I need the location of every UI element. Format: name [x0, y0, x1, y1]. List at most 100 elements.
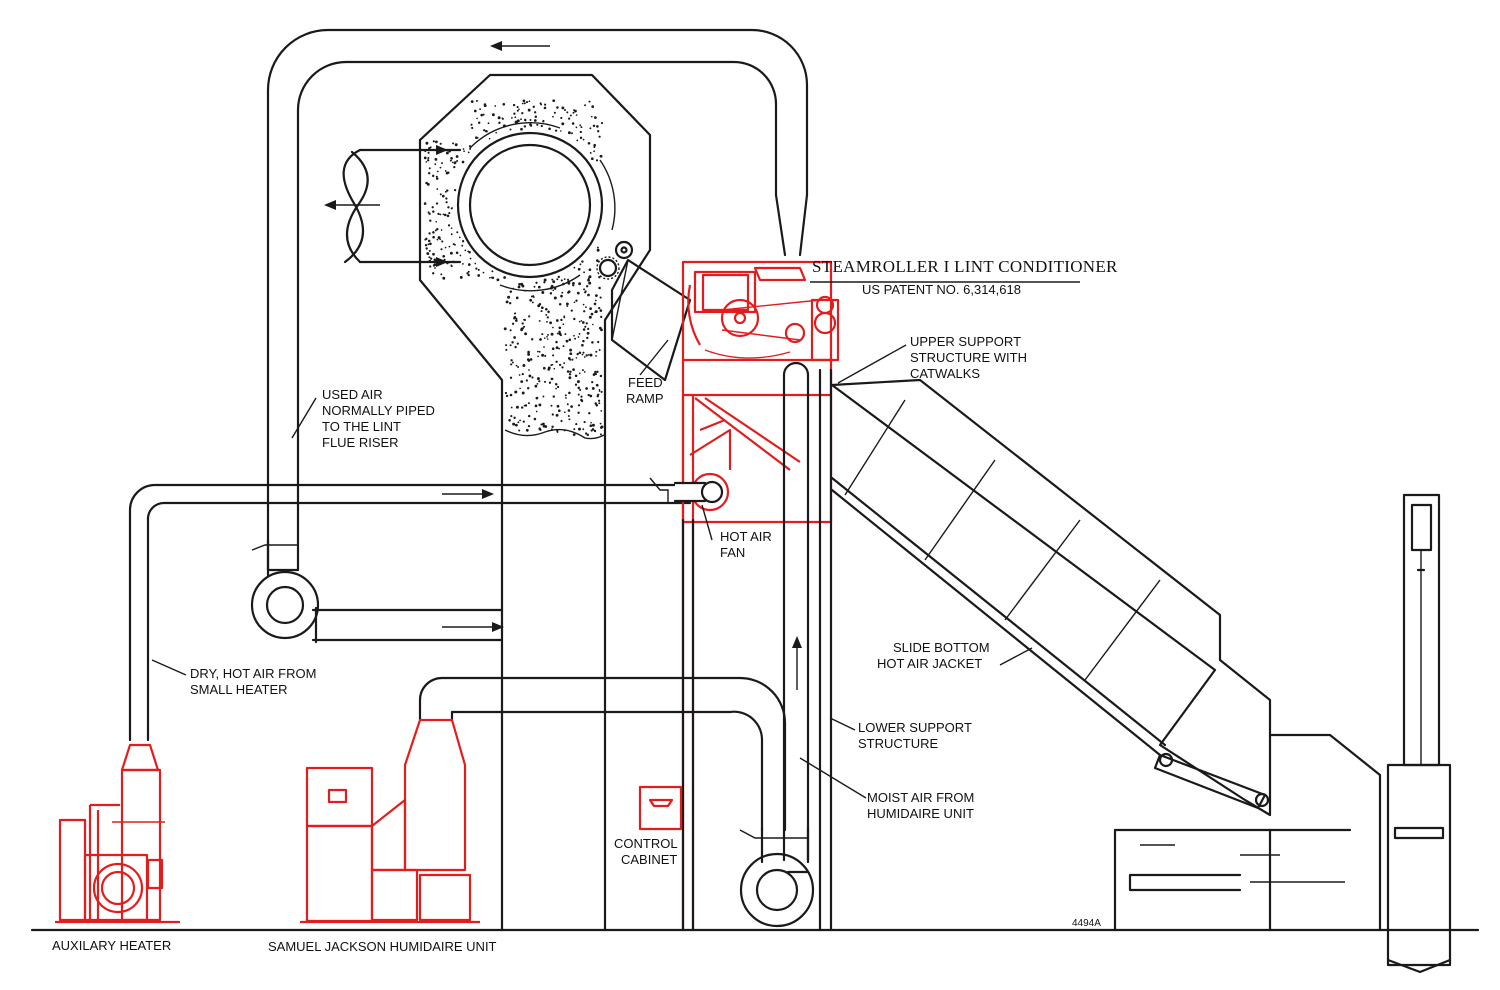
lint-dot	[592, 323, 594, 326]
lint-dot	[475, 136, 478, 139]
lint-dot	[544, 354, 547, 357]
lint-dot	[563, 278, 566, 280]
lint-dot	[515, 405, 519, 409]
lint-dot	[578, 372, 581, 375]
lint-dot	[444, 170, 447, 172]
lint-dot	[427, 243, 430, 246]
lint-dot	[505, 348, 508, 351]
lint-dot	[552, 326, 554, 329]
lint-dot	[519, 387, 521, 390]
lint-dot	[567, 409, 571, 412]
lint-dot	[596, 125, 599, 128]
lint-dot	[427, 156, 430, 160]
lint-dot	[572, 368, 575, 371]
lint-dot	[483, 129, 486, 132]
lint-dot	[531, 376, 534, 379]
lint-dot	[516, 109, 519, 112]
lint-dot	[515, 319, 518, 322]
lint-dot	[567, 290, 571, 294]
lint-dot	[566, 403, 569, 406]
lint-dot	[582, 428, 585, 431]
lint-dot	[572, 111, 575, 114]
lint-dot	[467, 270, 470, 273]
lint-dot	[560, 279, 563, 282]
lint-dot	[573, 301, 576, 304]
lint-dot	[510, 406, 513, 409]
lint-dot	[523, 125, 527, 128]
lint-dot	[510, 415, 513, 418]
lint-dot	[477, 268, 480, 271]
lint-dot	[575, 114, 578, 116]
patent-number: US PATENT NO. 6,314,618	[862, 282, 1021, 297]
lint-dot	[534, 115, 538, 118]
lint-dot	[573, 109, 576, 112]
lint-dot	[511, 117, 513, 119]
lint-dot	[442, 276, 446, 280]
lint-dot	[477, 121, 481, 124]
lint-dot	[517, 285, 521, 289]
lint-dot	[539, 338, 542, 341]
lint-dot	[540, 423, 543, 426]
lint-dot	[535, 281, 538, 284]
lint-dot	[452, 243, 455, 246]
lint-dot	[583, 271, 586, 274]
lint-dot	[486, 130, 488, 133]
lint-dot	[593, 150, 595, 153]
lint-dot	[475, 99, 478, 102]
lint-dot	[567, 131, 571, 135]
lower-support-structure	[681, 368, 833, 932]
lint-dot	[543, 380, 547, 383]
lint-dot	[455, 251, 459, 255]
lint-dot	[580, 126, 583, 129]
lint-dot	[527, 424, 531, 428]
lint-dot	[425, 181, 428, 185]
lint-dot	[574, 383, 578, 386]
lint-dot	[587, 354, 590, 356]
lint-dot	[529, 119, 532, 121]
lint-dot	[522, 364, 526, 367]
lint-dot	[510, 363, 513, 366]
condenser-shaft	[324, 145, 462, 267]
lint-dot	[580, 399, 584, 403]
lint-dot	[434, 267, 436, 269]
lint-dot	[428, 256, 431, 259]
lint-dot	[594, 371, 597, 375]
lint-dot	[583, 356, 586, 358]
lint-dot	[524, 404, 528, 407]
lint-dot	[575, 299, 578, 302]
lint-dot	[464, 249, 467, 252]
lint-dot	[553, 296, 557, 300]
lint-dot	[560, 318, 563, 322]
lint-dot	[552, 354, 555, 357]
lint-dot	[555, 387, 557, 390]
lint-dot	[585, 354, 588, 357]
lint-dot	[556, 278, 559, 281]
lint-dot	[527, 108, 531, 112]
lint-dot	[443, 213, 447, 217]
lint-dot	[525, 379, 528, 382]
lint-dot	[518, 108, 520, 111]
hot-air-duct	[128, 477, 692, 742]
lint-dot	[498, 121, 501, 125]
lint-dot	[467, 151, 470, 154]
lint-dot	[518, 283, 521, 286]
steamroller-unit	[673, 260, 840, 930]
lint-cleaner-housing	[418, 73, 652, 932]
lint-dot	[473, 109, 477, 113]
lint-dot	[542, 424, 546, 428]
lint-dot	[599, 309, 603, 312]
lint-dot	[528, 374, 532, 378]
lint-dot	[586, 331, 590, 335]
lint-dot	[440, 229, 443, 231]
lint-dot	[541, 422, 545, 426]
lint-dot	[583, 310, 586, 313]
lint-dot	[567, 117, 571, 120]
lint-dot	[447, 206, 450, 209]
lint-dot	[568, 338, 572, 342]
lint-dot	[577, 411, 580, 414]
lint-dot	[579, 124, 582, 127]
lint-dot	[569, 348, 573, 352]
lint-dot	[497, 116, 501, 120]
lint-dot	[564, 333, 567, 336]
